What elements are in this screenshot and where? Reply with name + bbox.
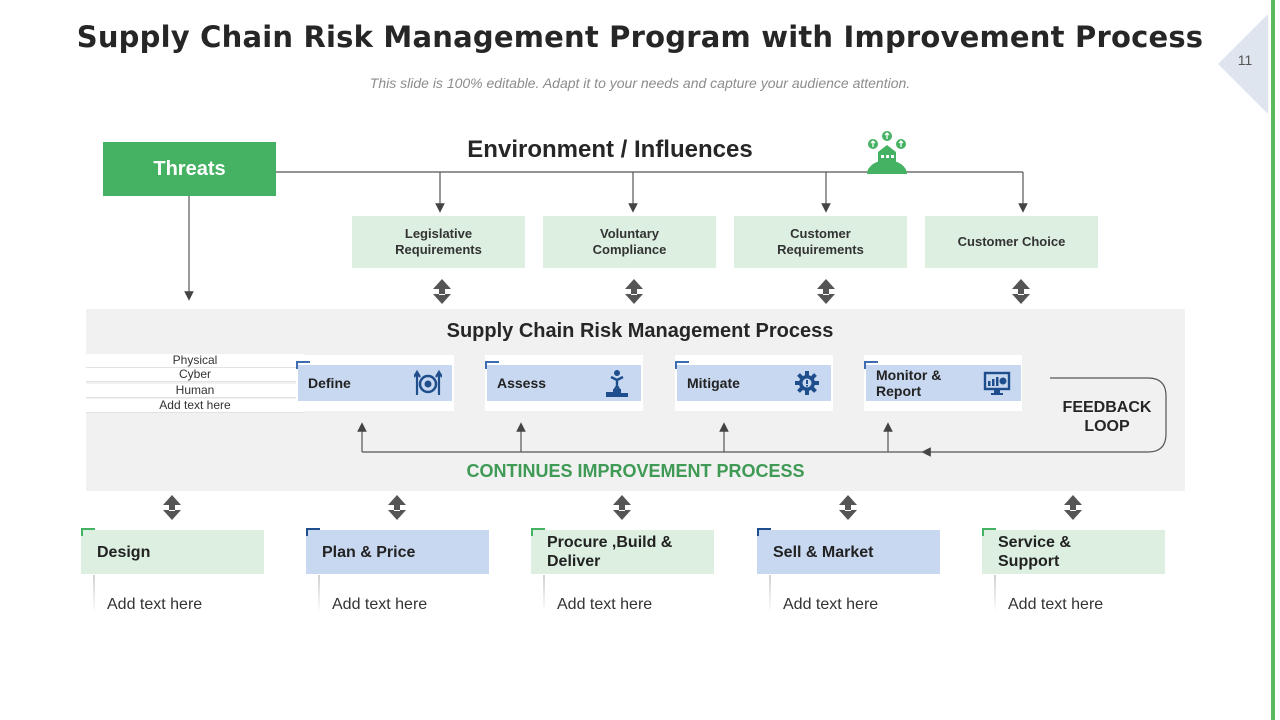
step-corner [296,361,310,369]
stage-divider [769,575,771,613]
monitor-chart-icon [983,371,1011,395]
podium-person-icon [606,370,628,397]
stage-corner [531,528,545,536]
step-corner [485,361,499,369]
page-number: 11 [1237,52,1253,68]
stage-divider [93,575,95,613]
stage-label: Plan & Price [322,543,416,561]
stage-corner [81,528,95,536]
step-box: Mitigate [677,365,831,401]
stage-label: Design [97,543,151,561]
gear-icon [795,371,819,395]
stage-text: Add text here [783,596,879,613]
step-mitigate: Mitigate [675,355,833,411]
double-arrows-bottom [163,495,1082,520]
accent-bar [1271,0,1275,720]
stage-corner [757,528,771,536]
process-title: Supply Chain Risk Management Process [446,320,834,342]
stage-text: Add text here [1008,596,1104,613]
stage-text: Add text here [332,596,428,613]
stage-label: Procure ,Build & Deliver [547,534,673,570]
influence-label: Voluntary Compliance [592,226,667,257]
step-box: Assess [487,365,641,401]
stage-plan-price: Plan & Price [306,528,489,574]
double-arrows-top [433,279,1030,304]
influence-label: Customer Requirements [777,226,864,257]
feedback-loop-label: FEEDBACK LOOP [1062,399,1152,435]
step-label: Define [308,375,351,391]
step-box: Monitor & Report [866,365,1021,401]
step-label: Mitigate [687,375,740,391]
stage-corner [982,528,996,536]
stage-design: Design [81,528,264,574]
step-label: Monitor & Report [876,367,942,399]
step-corner [864,361,878,369]
influence-label: Customer Choice [957,234,1066,249]
environment-title: Environment / Influences [467,136,753,163]
threat-type-item: Add text here [86,399,304,413]
target-arrows-icon [414,369,442,395]
stage-label: Service & Support [998,534,1071,570]
threat-type-list: Physical Cyber Human Add text here [86,353,304,413]
threat-type-item: Human [86,384,304,398]
step-monitor: Monitor & Report [864,355,1022,411]
stage-procure: Procure ,Build & Deliver [531,528,714,574]
influence-customer-choice: Customer Choice [925,216,1098,268]
threats-label: Threats [153,157,226,180]
stage-divider [318,575,320,613]
community-globe-icon [867,131,907,174]
stage-corner [306,528,320,536]
step-box: Define [298,365,452,401]
slide-subtitle: This slide is 100% editable. Adapt it to… [369,75,911,91]
threats-box: Threats [103,142,276,196]
step-corner [675,361,689,369]
slide-title: Supply Chain Risk Management Program wit… [76,20,1204,54]
step-assess: Assess [485,355,643,411]
step-define: Define [296,355,454,411]
improvement-process-label: CONTINUES IMPROVEMENT PROCESS [466,461,805,481]
influence-customer-req: Customer Requirements [734,216,907,268]
stage-label: Sell & Market [773,543,874,561]
stage-divider [994,575,996,613]
influence-legislative: Legislative Requirements [352,216,525,268]
threat-type-item: Cyber [86,368,304,382]
influence-label: Legislative Requirements [395,226,482,257]
stage-divider [543,575,545,613]
influence-voluntary: Voluntary Compliance [543,216,716,268]
stage-text: Add text here [557,596,653,613]
step-label: Assess [497,375,547,391]
threat-type-item: Physical [86,354,304,368]
stage-sell-market: Sell & Market [757,528,940,574]
stage-text: Add text here [107,596,203,613]
stage-service-support: Service & Support [982,528,1165,574]
page-number-tab [1218,14,1268,114]
